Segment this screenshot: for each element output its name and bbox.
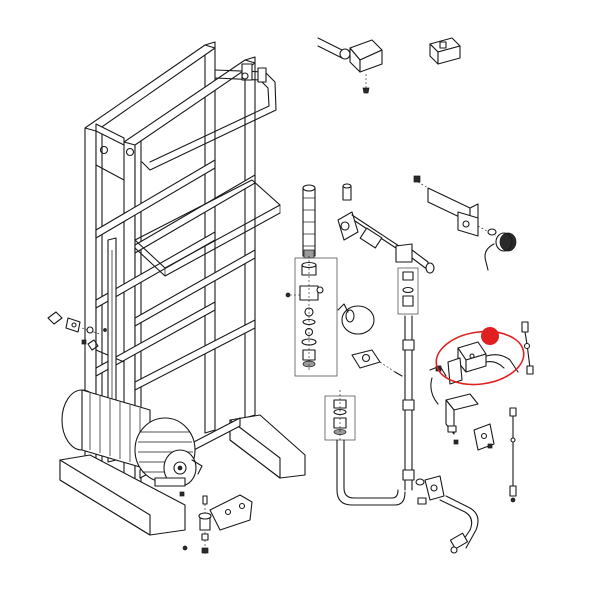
lower-right-parts [430,377,495,451]
misc-fasteners [81,339,185,497]
highlight-ellipse [435,330,525,386]
highlighted-switch-part [429,341,519,385]
mount-bracket [182,494,253,555]
right-cables [509,321,534,503]
left-fasteners [47,311,107,351]
top-brackets [317,37,461,94]
motor-assembly [61,389,203,487]
highlight-marker-dot [481,327,499,345]
knob-bracket [413,175,517,271]
pipe-assembly [336,183,479,554]
valve-column [285,184,403,441]
tower-frame [59,41,306,536]
